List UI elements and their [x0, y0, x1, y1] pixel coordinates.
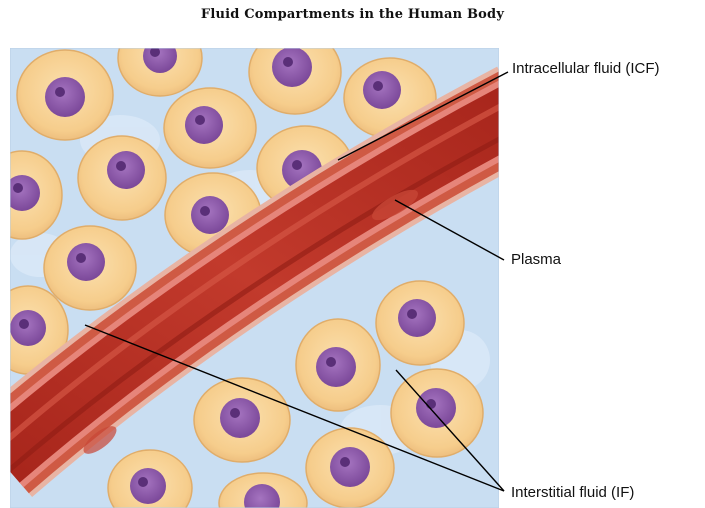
- nucleus: [130, 468, 166, 504]
- nucleus: [191, 196, 229, 234]
- cell: [78, 136, 166, 220]
- tissue-panel: [0, 20, 520, 508]
- cell: [17, 50, 113, 140]
- nucleus: [4, 175, 40, 211]
- nucleus: [67, 243, 105, 281]
- cell: [194, 378, 290, 462]
- cell: [296, 319, 380, 411]
- label-interstitial-fluid: Interstitial fluid (IF): [511, 484, 634, 501]
- nucleus: [107, 151, 145, 189]
- nucleus: [143, 39, 177, 73]
- cell: [164, 88, 256, 168]
- cell: [391, 369, 483, 457]
- nucleus: [316, 347, 356, 387]
- nucleus: [398, 299, 436, 337]
- nucleus: [45, 77, 85, 117]
- nucleus: [416, 388, 456, 428]
- cell: [306, 428, 394, 508]
- cell: [44, 226, 136, 310]
- cell: [376, 281, 464, 365]
- cell: [249, 30, 341, 114]
- nucleus: [330, 447, 370, 487]
- label-plasma: Plasma: [511, 251, 561, 268]
- cell: [118, 20, 202, 96]
- nucleus: [220, 398, 260, 438]
- nucleus: [363, 71, 401, 109]
- nucleus: [185, 106, 223, 144]
- label-intracellular-fluid: Intracellular fluid (ICF): [512, 60, 660, 77]
- nucleus: [272, 47, 312, 87]
- nucleus: [10, 310, 46, 346]
